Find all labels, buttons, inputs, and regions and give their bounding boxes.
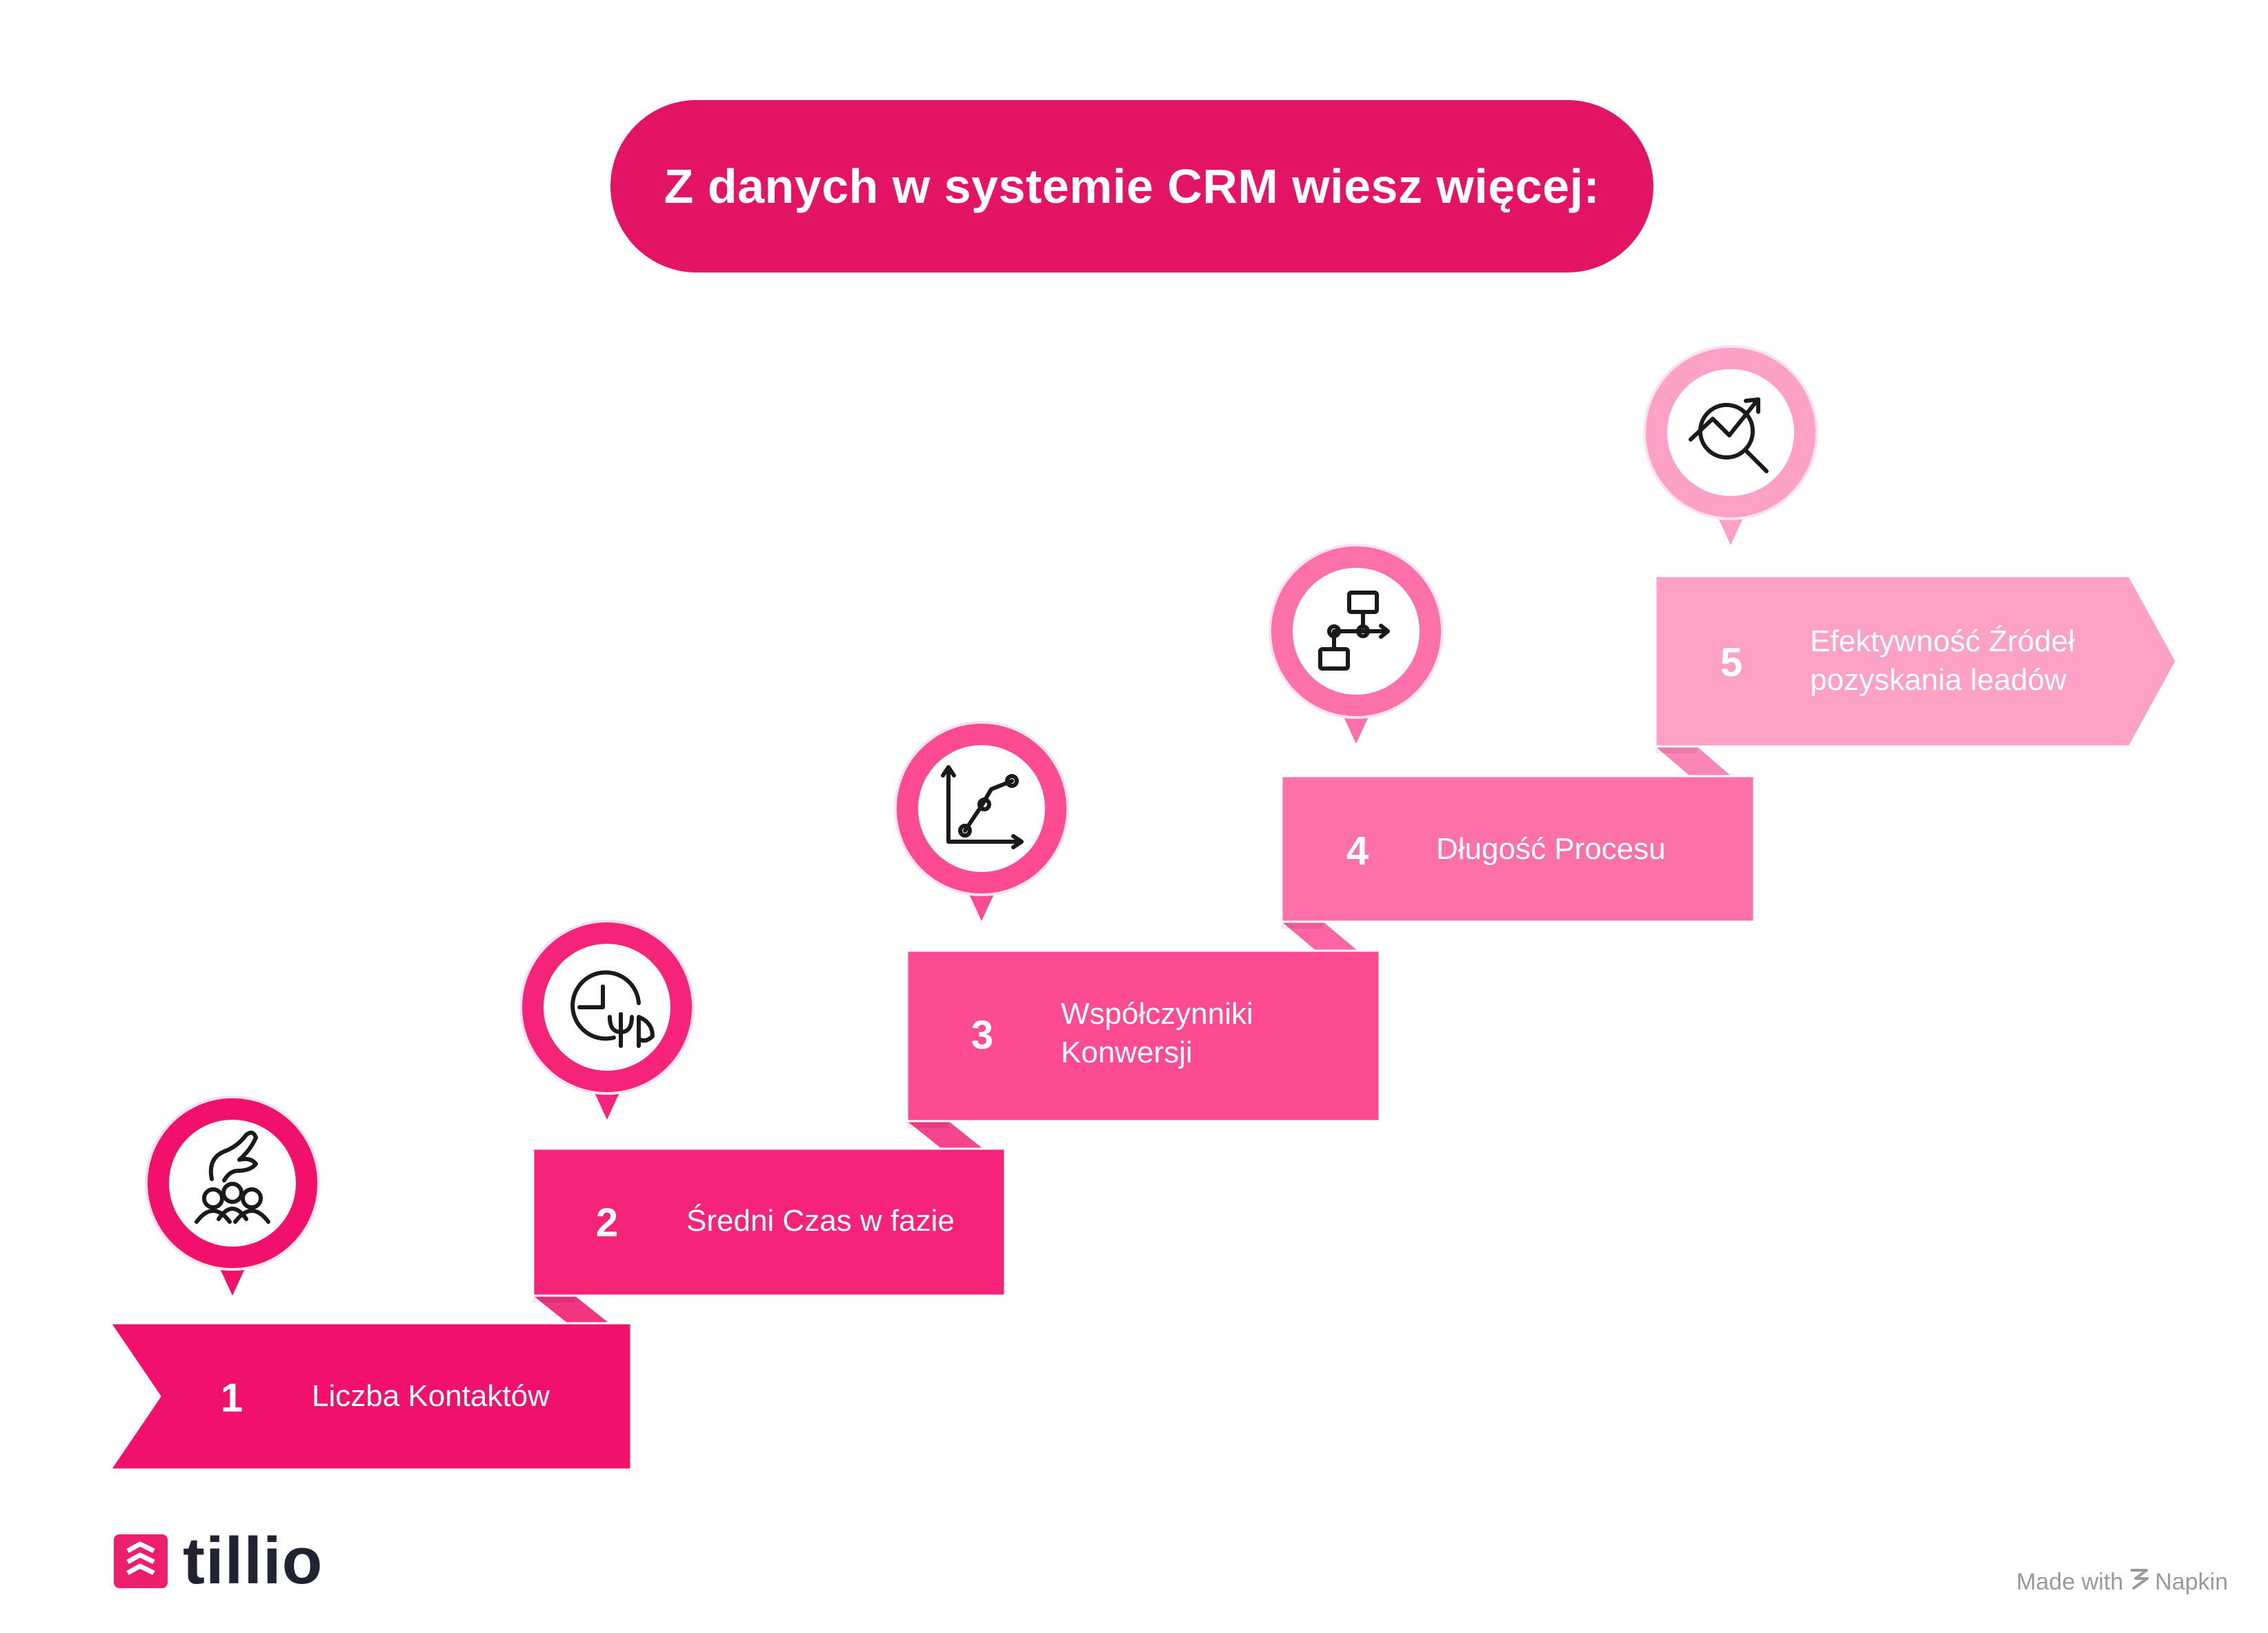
step-5-label: Efektywność Źródeł pozyskania leadów <box>1810 624 2075 697</box>
connector-shadow-1 <box>533 1296 575 1303</box>
step-5-number: 5 <box>1720 640 1743 685</box>
step-1-pin <box>145 1096 320 1296</box>
tillio-logo: tillio <box>114 1528 323 1594</box>
trend-magnifier-icon <box>1689 397 1769 473</box>
step-4-label: Długość Procesu <box>1436 832 1666 866</box>
step-connectors <box>533 746 1731 1323</box>
step-1-label: Liczba Kontaktów <box>312 1379 550 1413</box>
step-2-pin-face <box>544 944 670 1071</box>
tillio-logo-icon <box>114 1534 168 1588</box>
step-3-label: Współczynniki Konwersji <box>1061 997 1253 1069</box>
line-chart-icon <box>941 765 1024 849</box>
page-title: Z danych w systemie CRM wiesz więcej: <box>664 159 1600 213</box>
napkin-icon <box>2129 1567 2149 1597</box>
title-banner: Z danych w systemie CRM wiesz więcej: <box>610 100 1653 273</box>
connector-1-2 <box>533 1296 609 1323</box>
logo-wordmark: tillio <box>183 1524 324 1598</box>
step-ribbons <box>108 575 2178 1471</box>
step-4-ribbon <box>1280 775 1755 923</box>
people-hand-icon <box>195 1130 270 1224</box>
step-3-number: 3 <box>971 1013 994 1058</box>
credit-brand: Napkin <box>2155 1569 2228 1595</box>
step-3-ribbon <box>906 949 1381 1122</box>
step-5-pin <box>1643 345 1818 545</box>
step-2-pin <box>519 920 695 1120</box>
step-2-label: Średni Czas w fazie <box>686 1204 955 1238</box>
process-flow-icon <box>1318 591 1390 671</box>
step-1-ribbon <box>108 1322 633 1471</box>
connector-2-3 <box>907 1121 983 1149</box>
connector-shadow-4 <box>1655 746 1697 753</box>
step-2-ribbon <box>532 1147 1006 1297</box>
connector-shadow-3 <box>1282 922 1323 929</box>
credit-prefix: Made with <box>2016 1569 2124 1595</box>
step-1-number: 1 <box>220 1376 243 1421</box>
connector-shadow-2 <box>907 1121 948 1128</box>
made-with-credit[interactable]: Made with Napkin <box>2016 1567 2228 1597</box>
connector-3-4 <box>1282 922 1357 951</box>
step-pins <box>145 345 1818 1296</box>
step-4-pin <box>1269 544 1444 744</box>
step-2-number: 2 <box>595 1200 619 1245</box>
connector-4-5 <box>1655 746 1731 776</box>
step-3-pin <box>894 721 1069 921</box>
clock-plant-icon <box>570 970 655 1048</box>
step-4-number: 4 <box>1346 829 1369 873</box>
step-5-ribbon <box>1654 575 2178 748</box>
